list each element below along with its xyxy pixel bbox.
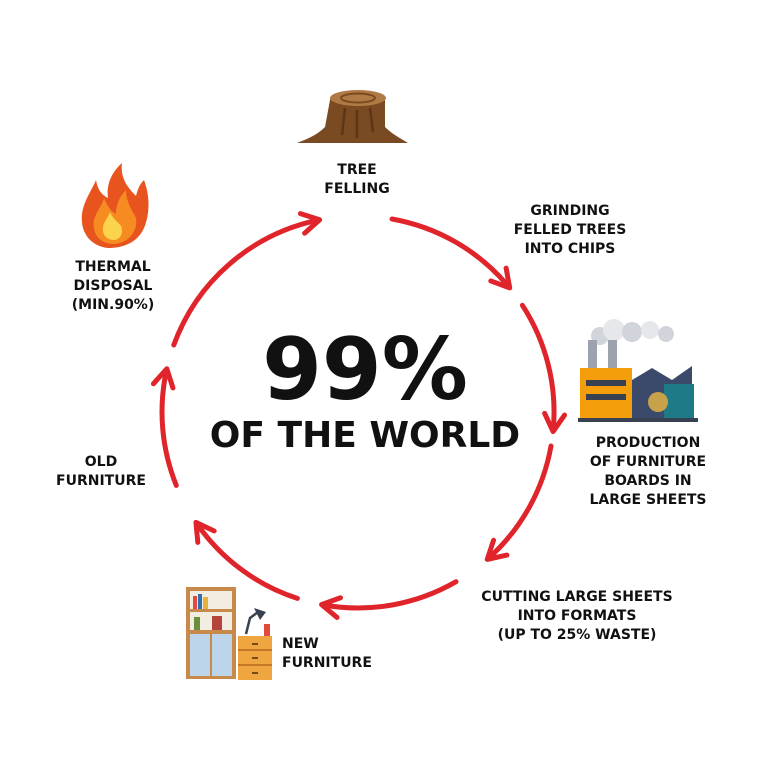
fire-icon [81,163,149,248]
cycle-arrow-4 [319,579,459,620]
cycle-arrow-7 [171,211,323,348]
step-thermal-disposal: THERMAL DISPOSAL (MIN.90%) [71,259,155,313]
step-cutting: CUTTING LARGE SHEETS INTO FORMATS (UP TO… [481,589,673,643]
cycle-arrow-2 [519,302,568,435]
step-production: PRODUCTION OF FURNITURE BOARDS IN LARGE … [589,435,707,508]
step-old-furniture: OLD FURNITURE [56,454,146,489]
tree-stump-icon [297,90,408,143]
cycle-arrow-1 [389,216,513,291]
step-grinding: GRINDING FELLED TREES INTO CHIPS [513,203,627,257]
furniture-icon [186,587,272,680]
factory-icon [578,319,698,422]
step-new-furniture: NEW FURNITURE [282,636,372,671]
headline-subtitle: OF THE WORLD [209,415,521,456]
cycle-arrow-5 [193,519,300,601]
headline-percent: 99% [262,320,468,420]
cycle-arrow-6 [150,366,179,488]
cycle-arrow-3 [484,443,554,562]
step-tree-felling: TREE FELLING [324,162,390,197]
